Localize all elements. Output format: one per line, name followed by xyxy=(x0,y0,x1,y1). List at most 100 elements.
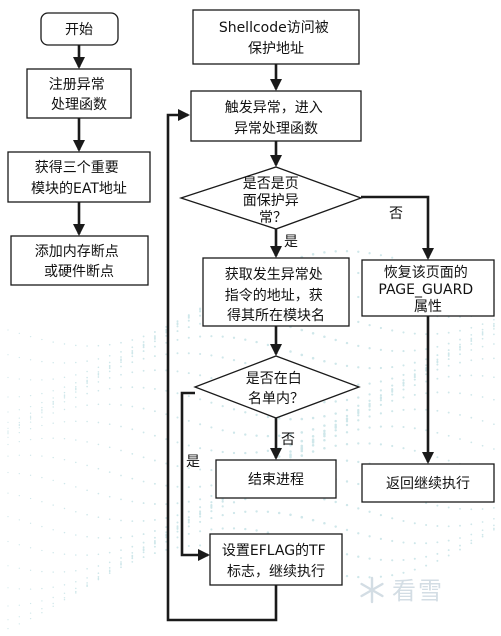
background-dot xyxy=(391,349,394,352)
background-dot xyxy=(29,418,32,420)
background-dot xyxy=(187,516,190,519)
background-dot xyxy=(447,549,450,552)
background-dot xyxy=(63,598,66,601)
background-dot xyxy=(142,369,145,372)
background-dot xyxy=(176,330,179,333)
background-dot xyxy=(153,530,156,532)
background-dot xyxy=(345,459,349,462)
background-dot xyxy=(459,548,461,551)
background-dot xyxy=(425,369,428,372)
background-dot xyxy=(52,406,54,408)
background-dot xyxy=(402,364,405,367)
background-dot xyxy=(153,542,156,545)
background-dot xyxy=(63,401,66,403)
background-dot xyxy=(75,344,77,347)
background-dot xyxy=(368,415,371,418)
background-dot xyxy=(413,427,416,430)
background-dot xyxy=(402,350,405,353)
background-dot xyxy=(108,354,111,357)
background-dot xyxy=(142,346,145,349)
background-dot xyxy=(176,546,179,549)
background-dot xyxy=(345,414,349,418)
node-register-label: 注册异常 处理函数 xyxy=(49,77,109,113)
background-dot xyxy=(18,454,20,456)
background-dot xyxy=(176,325,179,328)
background-dot xyxy=(75,554,77,556)
background-dot xyxy=(97,467,100,470)
background-dot xyxy=(86,554,88,556)
edge-decision1-no xyxy=(361,195,434,260)
background-dot xyxy=(120,498,122,501)
background-dot xyxy=(481,529,484,532)
background-dot xyxy=(75,590,77,593)
background-dot xyxy=(391,377,394,380)
background-dot xyxy=(176,338,179,341)
snowflake-icon xyxy=(360,576,384,604)
background-dot xyxy=(470,337,473,340)
background-dot xyxy=(52,596,54,599)
background-dot xyxy=(120,557,122,559)
background-dot xyxy=(402,379,405,382)
node-restore-guard: 恢复该页面的 PAGE_GUARD 属性 xyxy=(361,259,495,317)
background-dot xyxy=(199,485,202,488)
background-dot xyxy=(187,525,190,528)
background-dot xyxy=(131,355,134,358)
background-dot xyxy=(323,335,326,338)
node-end-process: 结束进程 xyxy=(215,459,337,499)
background-dot xyxy=(493,333,495,336)
background-dot xyxy=(493,448,495,450)
background-dot xyxy=(368,510,371,513)
background-dot xyxy=(7,628,9,630)
background-dot xyxy=(86,376,88,379)
background-dot xyxy=(481,521,484,523)
background-dot xyxy=(323,414,326,418)
background-dot xyxy=(357,383,360,386)
background-dot xyxy=(165,534,168,537)
background-dot xyxy=(345,553,349,556)
background-dot xyxy=(18,544,20,546)
background-dot xyxy=(41,549,43,552)
background-dot xyxy=(368,557,371,560)
background-dot xyxy=(210,528,213,531)
background-dot xyxy=(63,531,66,534)
background-dot xyxy=(357,250,360,253)
background-dot xyxy=(232,527,236,530)
background-dot xyxy=(7,436,9,438)
background-dot xyxy=(436,525,439,527)
background-dot xyxy=(391,256,394,259)
background-dot xyxy=(221,404,224,408)
background-dot xyxy=(357,575,360,579)
background-dot xyxy=(334,400,337,403)
background-dot xyxy=(470,508,473,511)
background-dot xyxy=(425,333,428,336)
background-dot xyxy=(300,417,304,421)
background-dot xyxy=(131,386,134,389)
background-dot xyxy=(379,389,383,392)
node-start: 开始 xyxy=(40,12,119,46)
background-dot xyxy=(41,412,43,414)
background-dot xyxy=(120,373,122,376)
background-dot xyxy=(357,419,360,422)
background-dot xyxy=(108,572,111,575)
background-dot xyxy=(63,395,66,398)
background-dot xyxy=(413,393,416,396)
background-dot xyxy=(210,401,213,404)
background-dot xyxy=(29,359,32,361)
background-dot xyxy=(493,527,495,530)
background-dot xyxy=(459,329,461,332)
background-dot xyxy=(131,545,134,548)
background-dot xyxy=(176,536,179,539)
background-dot xyxy=(176,525,179,528)
background-dot xyxy=(18,396,20,398)
background-dot xyxy=(402,571,405,574)
background-dot xyxy=(289,417,292,421)
background-dot xyxy=(176,370,179,373)
background-dot xyxy=(345,503,349,507)
background-dot xyxy=(199,447,202,450)
background-dot xyxy=(368,442,371,445)
background-dot xyxy=(29,547,32,549)
background-dot xyxy=(232,501,236,504)
background-dot xyxy=(120,361,122,363)
background-dot xyxy=(52,456,54,459)
background-dot xyxy=(413,361,416,364)
